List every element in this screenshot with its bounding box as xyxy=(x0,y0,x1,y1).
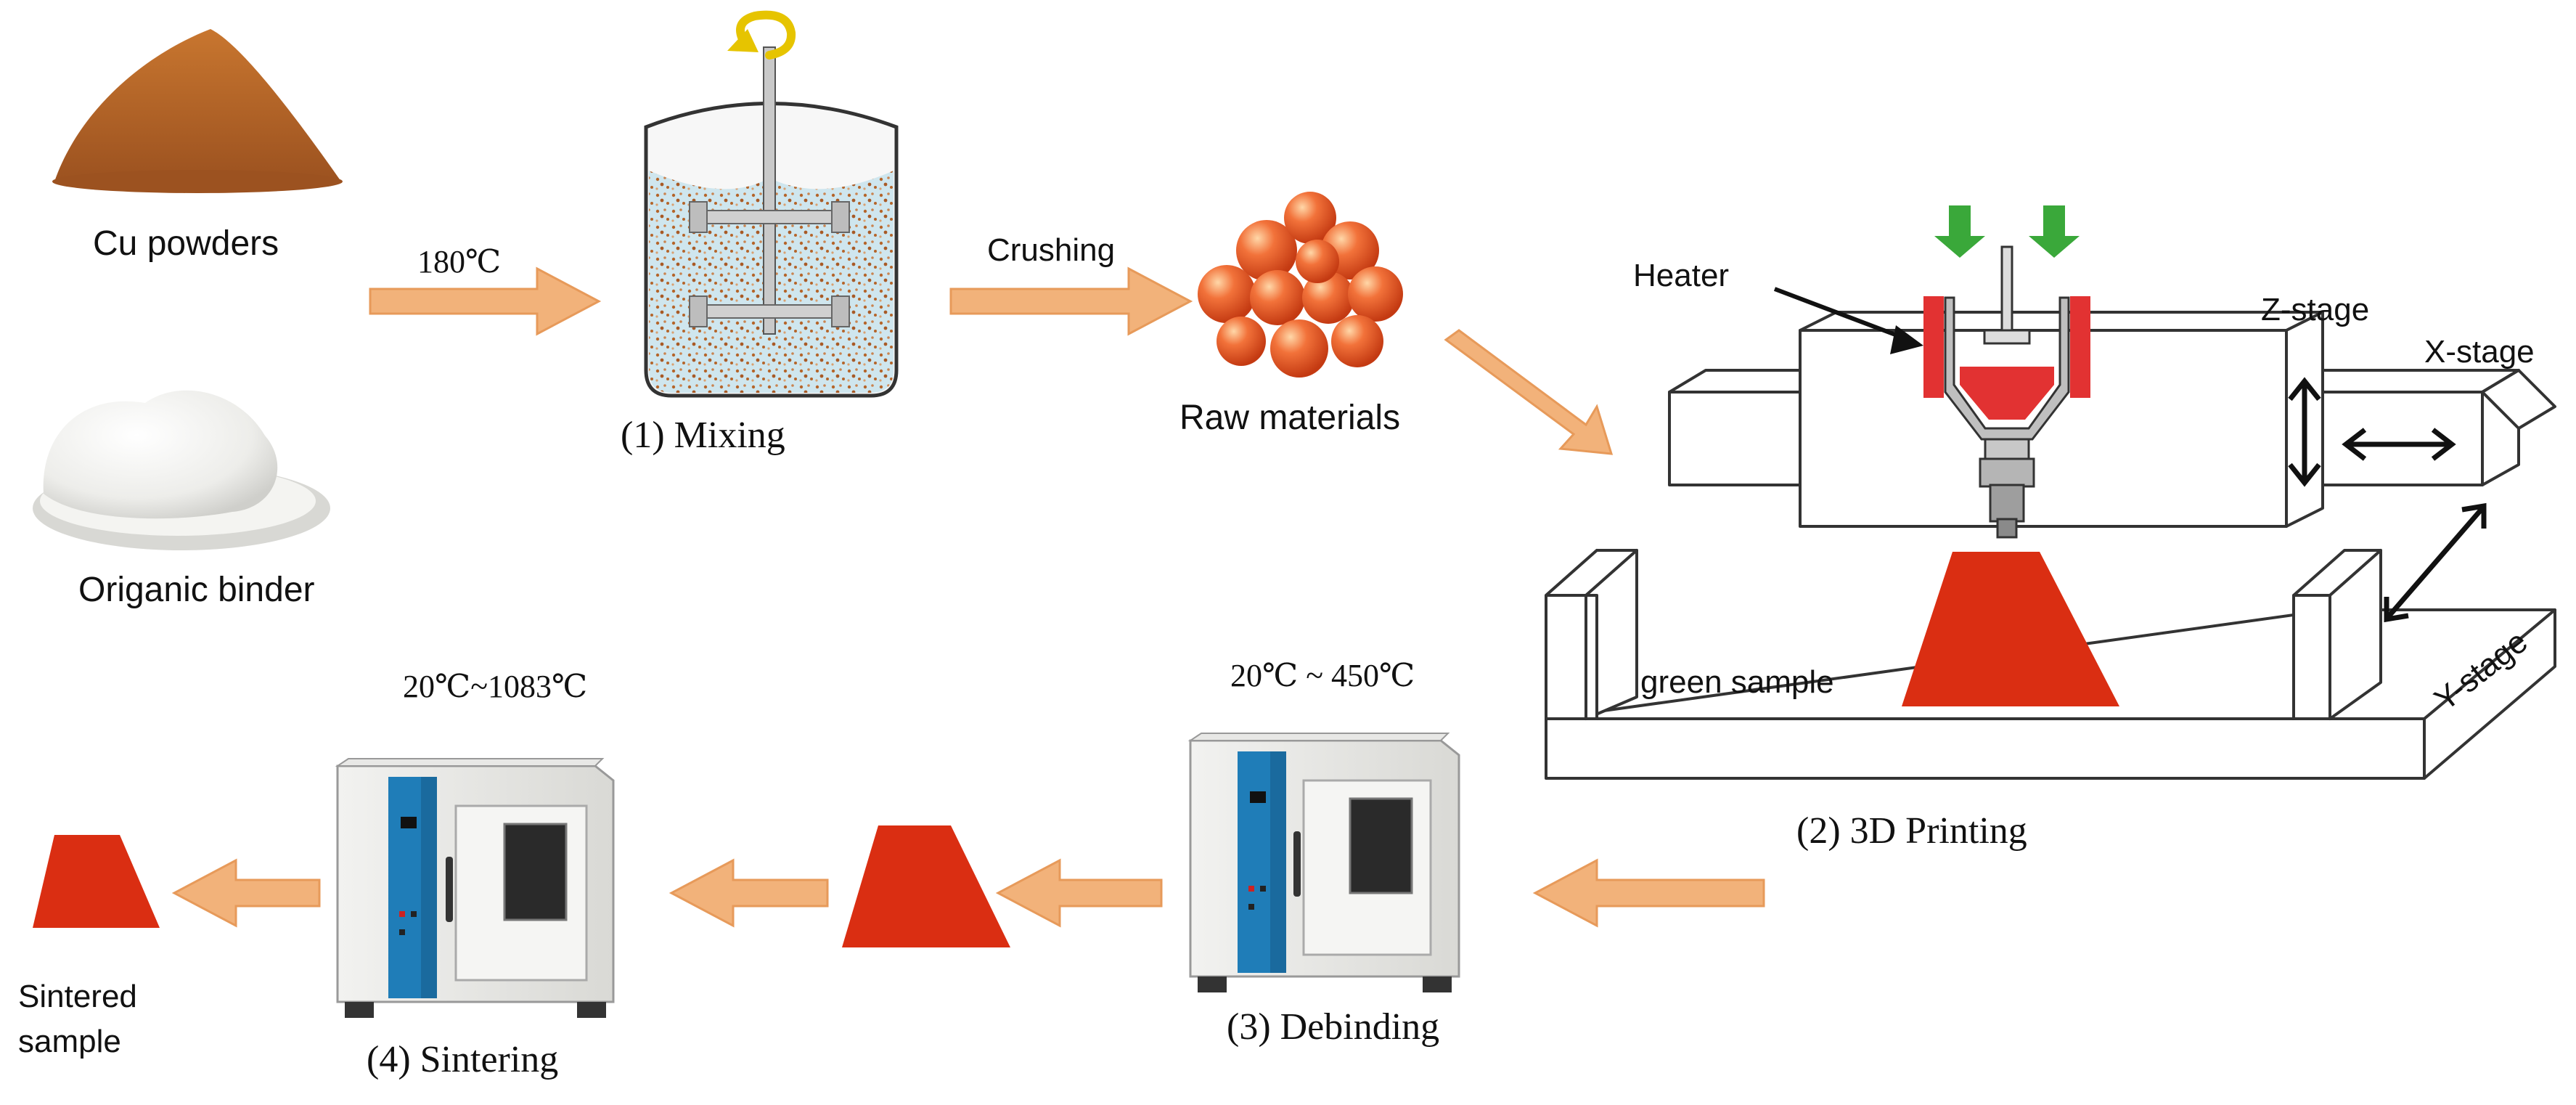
raw-materials-label: Raw materials xyxy=(1179,399,1401,437)
cu-powders-label: Cu powders xyxy=(93,224,279,263)
debinding-step-label: (3) Debinding xyxy=(1227,1006,1440,1048)
heater-right-icon xyxy=(2070,296,2090,398)
sintered-sample-shape xyxy=(33,835,160,928)
print-nozzle xyxy=(1944,245,2070,539)
arrow-raw-to-printer xyxy=(1444,329,1614,455)
arrow-sintering-to-sintered xyxy=(171,858,321,928)
sintering-step-label: (4) Sintering xyxy=(367,1039,559,1080)
heater-pointer xyxy=(1773,287,1923,354)
printing-step-label: (2) 3D Printing xyxy=(1796,810,2027,852)
feed-arrows-icon xyxy=(1934,205,2080,258)
debinded-sample-shape xyxy=(842,825,1010,947)
y-axis-arrow-icon xyxy=(2384,502,2487,623)
mixing-vessel xyxy=(644,10,899,398)
arrow-mixer-to-crushing xyxy=(949,266,1193,336)
debinding-temperature-label: 20℃ ~ 450℃ xyxy=(1230,658,1415,693)
debinding-oven xyxy=(1187,733,1460,992)
z-stage-label: Z-stage xyxy=(2261,292,2370,327)
raw-material-balls xyxy=(1198,192,1403,378)
arrow-powder-to-mixer xyxy=(369,266,602,336)
arrow-sample-to-sintering xyxy=(668,858,829,928)
sintered-sample-label-line2: sample xyxy=(18,1024,121,1059)
mixing-step-label: (1) Mixing xyxy=(621,415,785,456)
heater-left-icon xyxy=(1923,296,1944,398)
green-sample-shape xyxy=(1902,552,2119,706)
cu-powder-pile xyxy=(52,29,343,193)
heater-label: Heater xyxy=(1633,258,1730,293)
z-axis-arrow-icon xyxy=(2288,377,2321,487)
x-stage-label: X-stage xyxy=(2424,334,2535,370)
sintered-sample-label-line1: Sintered xyxy=(18,979,137,1014)
x-axis-arrow-icon xyxy=(2342,428,2456,461)
mixing-temperature-label: 180℃ xyxy=(417,244,502,280)
sintering-temperature-label: 20℃~1083℃ xyxy=(403,669,588,704)
organic-binder-label: Origanic binder xyxy=(78,571,315,609)
arrow-printer-to-debinding xyxy=(1532,858,1765,928)
sintering-oven xyxy=(335,758,615,1018)
arrow-debinding-to-sample xyxy=(995,858,1163,928)
organic-binder-blob xyxy=(33,390,330,550)
crushing-label: Crushing xyxy=(987,232,1116,268)
green-sample-label: green sample xyxy=(1640,664,1834,700)
